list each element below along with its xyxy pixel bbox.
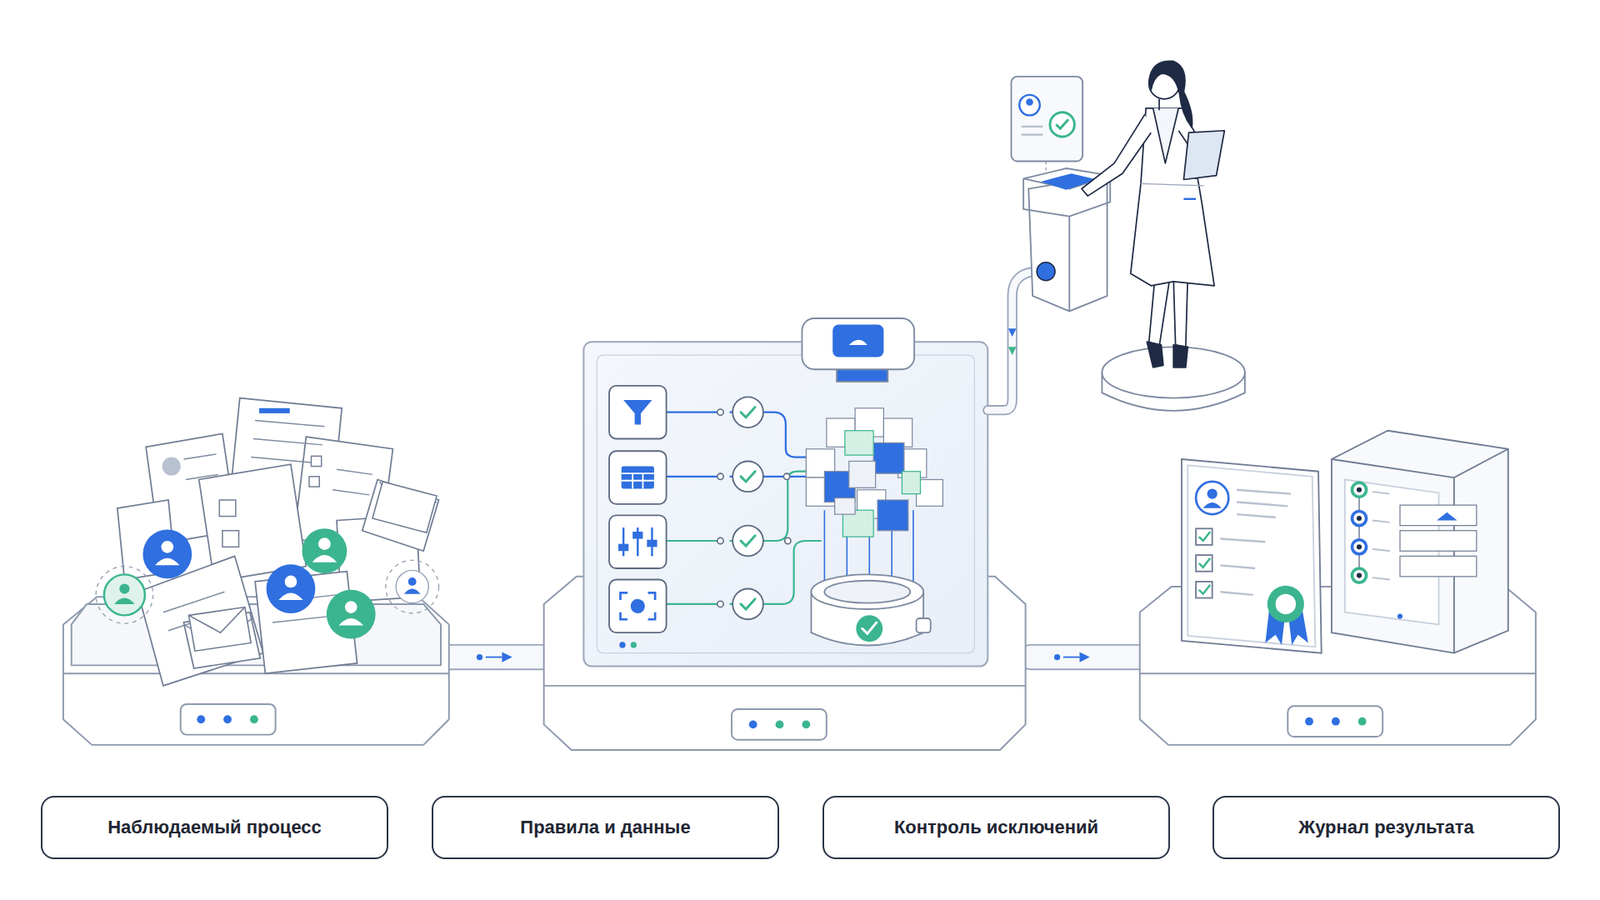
stage-label: Контроль исключений [894, 816, 1099, 839]
stage-label: Правила и данные [520, 816, 690, 839]
stage-label-box: Контроль исключений [822, 795, 1170, 860]
stage-label: Журнал результата [1298, 816, 1474, 839]
stage-label: Наблюдаемый процесс [107, 816, 322, 839]
stage-label-box: Журнал результата [1212, 795, 1560, 860]
stage-label-box: Правила и данные [431, 795, 780, 860]
stage-label-box: Наблюдаемый процесс [40, 795, 389, 860]
